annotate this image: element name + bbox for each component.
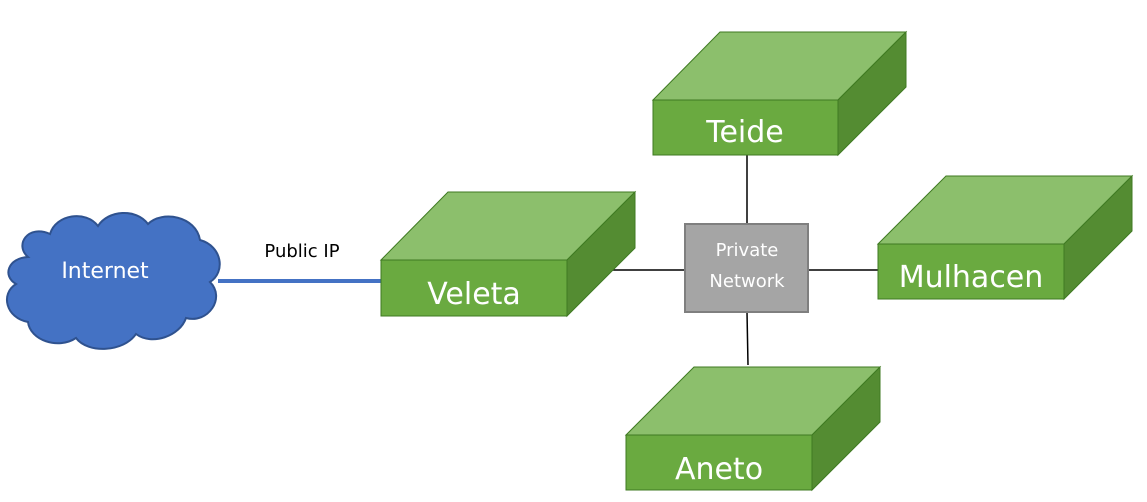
- teide-label: Teide: [705, 115, 784, 150]
- cloud-icon: [6, 211, 221, 350]
- box-front-face: [625, 434, 813, 491]
- server-box-mulhacen: Mulhacen: [876, 174, 1134, 301]
- hub-box: [684, 223, 809, 313]
- mulhacen-label: Mulhacen: [899, 260, 1044, 295]
- veleta-label: Veleta: [427, 277, 521, 312]
- internet-cloud: Internet: [6, 211, 221, 350]
- server-box-veleta: Veleta: [379, 190, 637, 318]
- box-front-face: [877, 243, 1065, 300]
- link-hub-aneto: [746, 311, 749, 366]
- aneto-label: Aneto: [675, 452, 763, 487]
- public-ip-label: Public IP: [264, 241, 339, 262]
- internet-label: Internet: [61, 259, 149, 284]
- private-network-hub: Private Network: [684, 223, 809, 313]
- server-box-teide: Teide: [651, 30, 908, 157]
- box-front-face: [380, 259, 568, 317]
- hub-label-line1: Private: [716, 240, 779, 261]
- box-front-face: [652, 99, 839, 156]
- hub-label-line2: Network: [709, 271, 785, 292]
- server-box-aneto: Aneto: [624, 365, 882, 492]
